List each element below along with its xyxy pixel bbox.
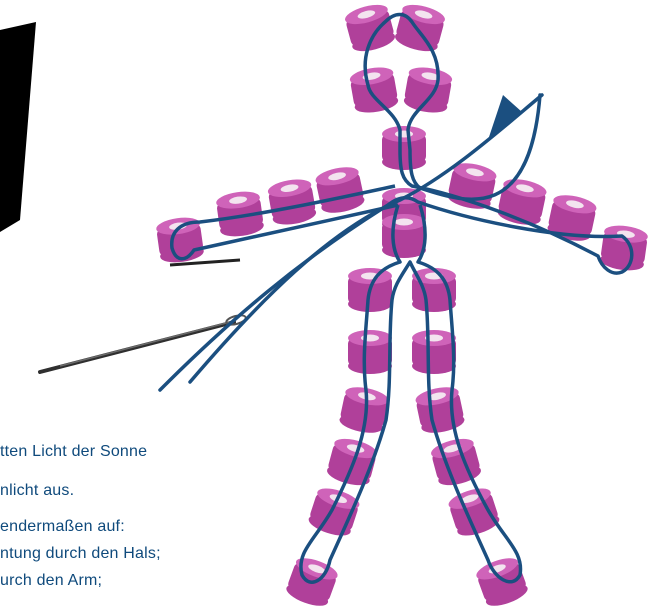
- bead: [349, 65, 400, 116]
- bead: [314, 164, 366, 216]
- black-sheet: [0, 22, 36, 232]
- bead: [267, 177, 318, 228]
- beads: [155, 1, 649, 608]
- text-line-3: endermaßen auf:: [0, 518, 125, 536]
- text-line-1: tten Licht der Sonne: [0, 443, 147, 461]
- bead: [403, 65, 454, 116]
- bead: [382, 214, 426, 258]
- text-line-5: urch den Arm;: [0, 572, 102, 590]
- bead: [412, 330, 456, 374]
- needle-icon: [40, 314, 247, 372]
- bead: [414, 384, 466, 436]
- bead: [348, 330, 392, 374]
- bead: [382, 126, 426, 170]
- text-line-4: ntung durch den Hals;: [0, 545, 161, 563]
- bead: [599, 223, 649, 273]
- text-line-2: nlicht aus.: [0, 482, 74, 500]
- bead: [393, 1, 447, 55]
